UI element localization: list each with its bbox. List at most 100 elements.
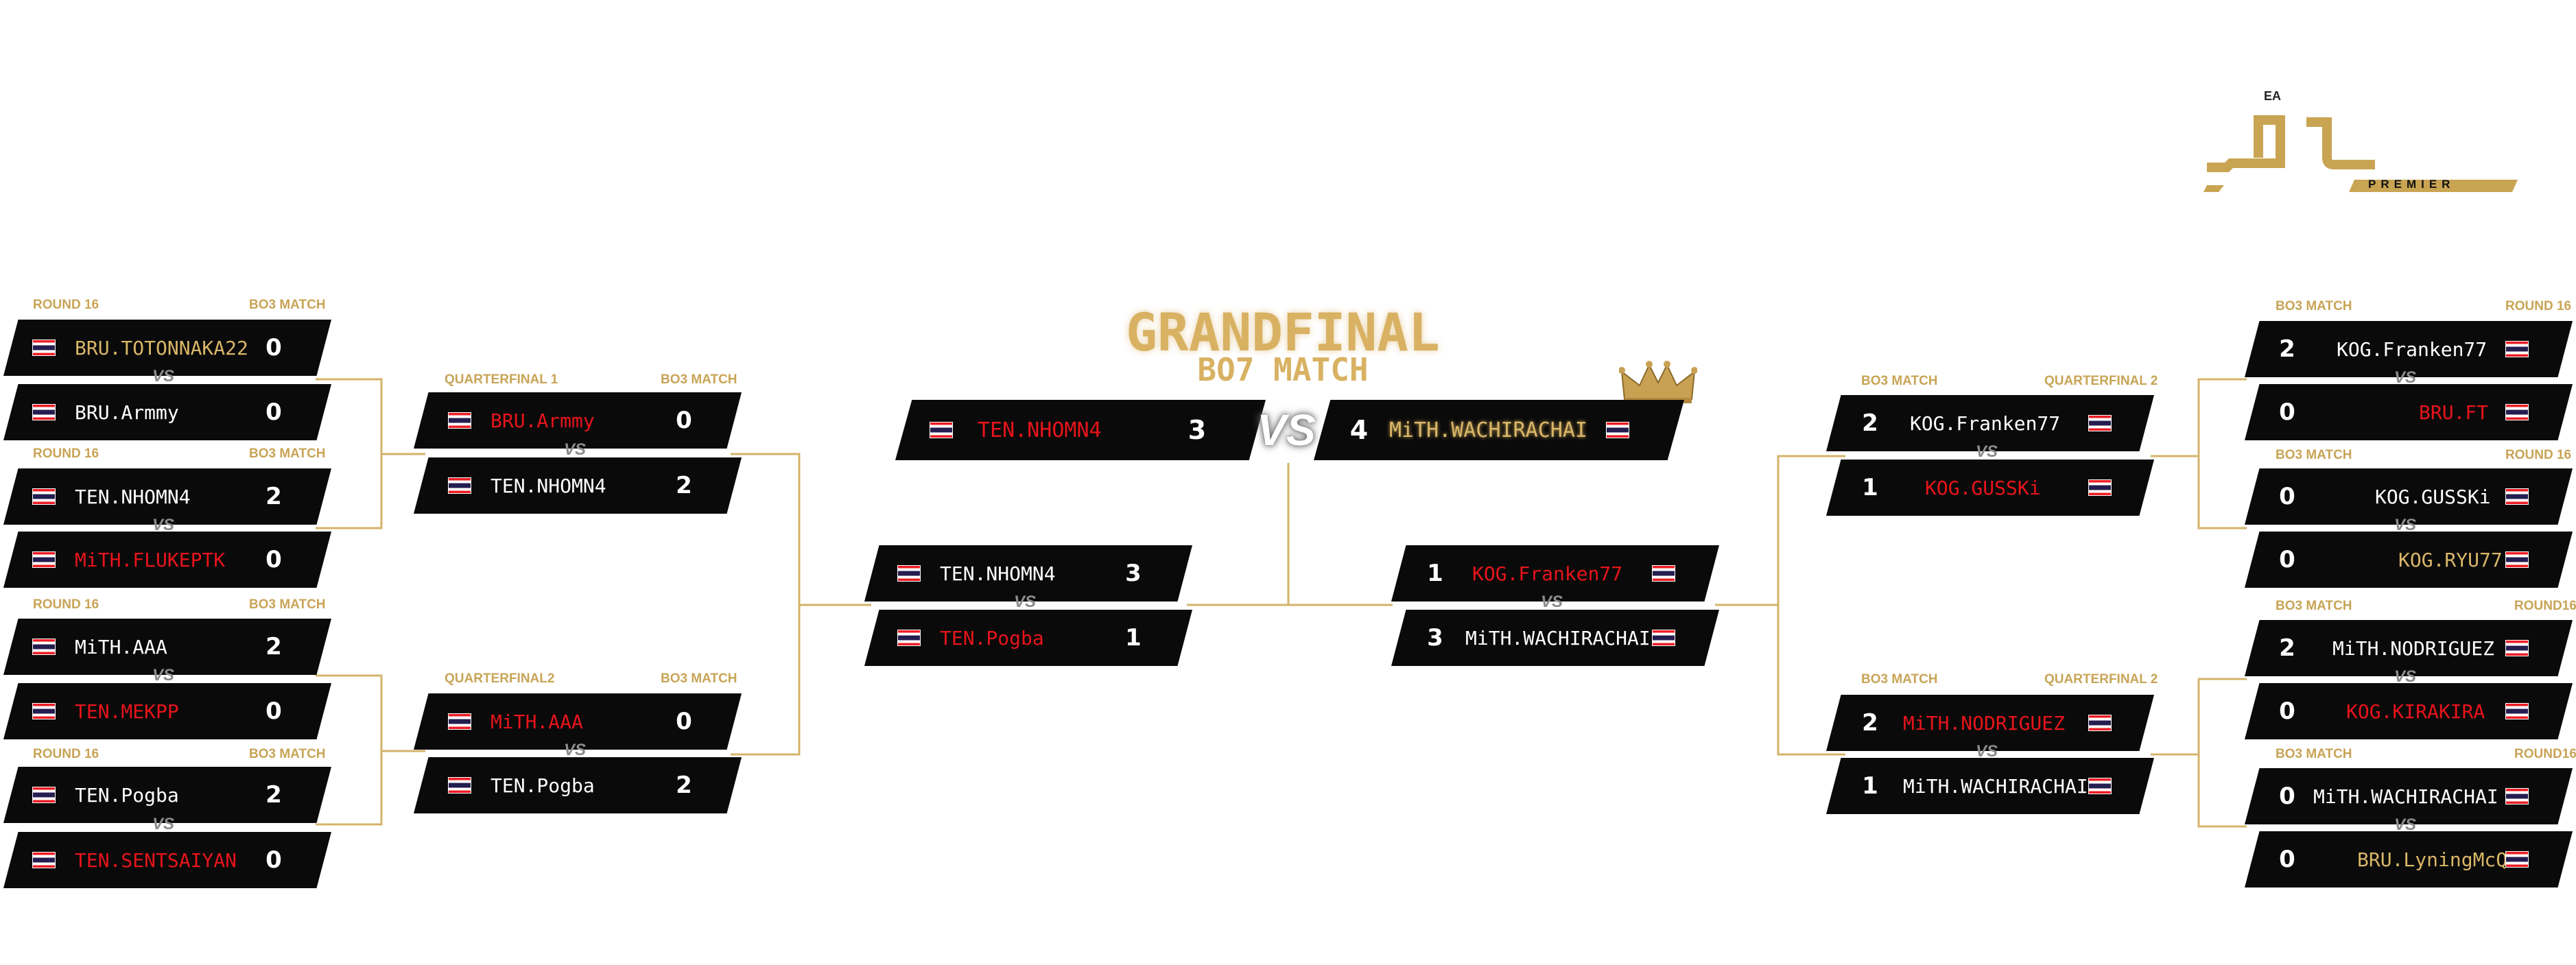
player-slot[interactable]: 0 KOG.KIRAKIRA <box>2245 683 2573 739</box>
player-slot[interactable]: BRU.TOTONNAKA22 0 <box>3 320 331 376</box>
player-name: MiTH.FLUKEPTK <box>75 548 226 571</box>
thailand-flag-icon <box>2088 415 2112 431</box>
player-score: 3 <box>1187 415 1207 445</box>
grandfinal-player-slot[interactable]: 4 MiTH.WACHIRACHAI <box>1314 400 1684 460</box>
thailand-flag-icon <box>32 787 56 803</box>
vs-label: VS <box>152 815 175 833</box>
vs-label: VS <box>152 516 175 534</box>
player-slot[interactable]: TEN.NHOMN4 3 <box>864 545 1192 601</box>
player-slot[interactable]: TEN.Pogba 1 <box>864 610 1192 666</box>
player-slot[interactable]: 2 MiTH.NODRIGUEZ <box>2245 620 2573 676</box>
round-label: ROUND 16 <box>2505 448 2572 462</box>
player-slot[interactable]: TEN.MEKPP 0 <box>3 683 331 739</box>
player-slot[interactable]: BRU.Armmy 0 <box>414 392 742 449</box>
player-name: TEN.Pogba <box>75 783 179 807</box>
player-name: BRU.TOTONNAKA22 <box>75 336 248 359</box>
player-name: TEN.NHOMN4 <box>491 474 606 497</box>
player-slot[interactable]: 2 KOG.Franken77 <box>1826 395 2154 451</box>
match-type-label: BO3 MATCH <box>1861 672 1938 687</box>
grandfinal-title: GRANDFINAL <box>1126 302 1440 363</box>
player-score: 2 <box>265 483 282 510</box>
player-score: 2 <box>676 772 692 799</box>
thailand-flag-icon <box>448 713 471 730</box>
player-slot[interactable]: 1 KOG.GUSSKi <box>1826 460 2154 516</box>
player-name: TEN.NHOMN4 <box>75 485 191 508</box>
match-type-label: BO3 MATCH <box>249 747 326 761</box>
player-score: 2 <box>676 472 692 499</box>
thailand-flag-icon <box>448 412 471 429</box>
match-type-label: BO3 MATCH <box>2276 599 2352 613</box>
thailand-flag-icon <box>2088 479 2112 496</box>
round-label: QUARTERFINAL 2 <box>2044 374 2158 388</box>
player-name: KOG.GUSSKi <box>2375 485 2491 508</box>
thailand-flag-icon <box>2505 341 2529 357</box>
player-slot[interactable]: 0 MiTH.WACHIRACHAI <box>2245 768 2573 824</box>
player-name: KOG.RYU77 <box>2398 548 2503 571</box>
round-label: QUARTERFINAL2 <box>445 671 555 686</box>
vs-label: VS <box>2394 516 2417 534</box>
player-name: BRU.FT <box>2419 401 2489 424</box>
vs-label: VS <box>152 666 175 684</box>
player-score: 2 <box>2279 634 2295 662</box>
vs-label: VS <box>2394 368 2417 387</box>
player-name: KOG.GUSSKi <box>1925 476 2041 499</box>
thailand-flag-icon <box>1652 565 1675 582</box>
player-slot[interactable]: TEN.Pogba 2 <box>3 767 331 823</box>
player-name: BRU.Armmy <box>491 409 595 432</box>
player-score: 1 <box>1862 772 1878 800</box>
thailand-flag-icon <box>448 777 471 794</box>
match-type-label: BO3 MATCH <box>249 298 326 312</box>
thailand-flag-icon <box>2505 788 2529 805</box>
player-score: 1 <box>1125 624 1142 652</box>
player-slot[interactable]: TEN.SENTSAIYAN 0 <box>3 832 331 888</box>
player-score: 0 <box>265 334 282 361</box>
player-score: 0 <box>676 708 692 735</box>
player-slot[interactable]: 0 BRU.FT <box>2245 384 2573 440</box>
thailand-flag-icon <box>2505 640 2529 656</box>
player-slot[interactable]: 1 KOG.Franken77 <box>1391 545 1719 601</box>
vs-label: VS <box>2394 667 2417 686</box>
player-score: 3 <box>1427 624 1443 652</box>
vs-label: VS <box>564 741 587 759</box>
player-slot[interactable]: MiTH.FLUKEPTK 0 <box>3 532 331 588</box>
player-name: TEN.SENTSAIYAN <box>75 848 237 872</box>
player-score: 0 <box>2279 398 2295 426</box>
player-slot[interactable]: TEN.NHOMN4 2 <box>3 468 331 525</box>
player-name: KOG.Franken77 <box>2337 337 2488 361</box>
player-slot[interactable]: 0 KOG.GUSSKi <box>2245 468 2573 525</box>
player-slot[interactable]: 2 KOG.Franken77 <box>2245 321 2573 377</box>
player-score: 0 <box>265 698 282 725</box>
thailand-flag-icon <box>2505 851 2529 868</box>
player-name: MiTH.AAA <box>491 710 583 733</box>
player-score: 1 <box>1862 474 1878 501</box>
vs-label: VS <box>2394 815 2417 834</box>
player-score: 0 <box>2279 846 2295 873</box>
player-slot[interactable]: MiTH.AAA 2 <box>3 619 331 675</box>
logo-top-text: EA <box>2264 89 2282 103</box>
player-slot[interactable]: 0 KOG.RYU77 <box>2245 532 2573 588</box>
player-score: 2 <box>2279 335 2295 363</box>
thailand-flag-icon <box>448 477 471 494</box>
player-slot[interactable]: BRU.Armmy 0 <box>3 384 331 440</box>
grandfinal-player-slot[interactable]: TEN.NHOMN4 3 <box>895 400 1266 460</box>
player-name: BRU.Armmy <box>75 401 179 424</box>
player-slot[interactable]: 3 MiTH.WACHIRACHAI <box>1391 610 1719 666</box>
thailand-flag-icon <box>897 565 921 582</box>
match-type-label: BO3 MATCH <box>1861 374 1938 388</box>
player-name: BRU.LyningMcQ <box>2357 848 2508 871</box>
player-slot[interactable]: 1 MiTH.WACHIRACHAI <box>1826 758 2154 814</box>
round-label: ROUND 16 <box>33 597 99 612</box>
player-slot[interactable]: 2 MiTH.NODRIGUEZ <box>1826 695 2154 751</box>
player-name: KOG.Franken77 <box>1910 412 2061 435</box>
player-score: 0 <box>2279 546 2295 573</box>
player-slot[interactable]: MiTH.AAA 0 <box>414 693 742 750</box>
player-score: 0 <box>676 407 692 434</box>
player-slot[interactable]: TEN.Pogba 2 <box>414 757 742 813</box>
round-label: ROUND16 <box>2514 599 2576 613</box>
player-slot[interactable]: TEN.NHOMN4 2 <box>414 457 742 514</box>
player-score: 2 <box>265 781 282 809</box>
crown-icon <box>1619 361 1697 403</box>
player-score: 1 <box>1427 560 1443 587</box>
player-slot[interactable]: 0 BRU.LyningMcQ <box>2245 831 2573 887</box>
player-score: 3 <box>1125 560 1142 587</box>
